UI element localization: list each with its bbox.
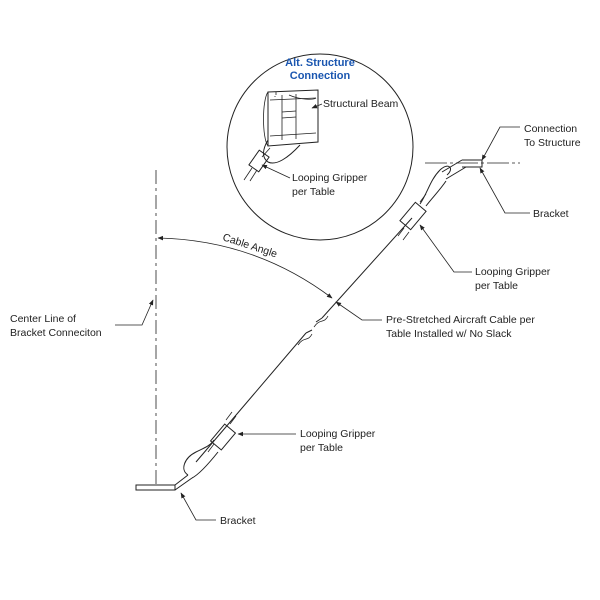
cable-label-line2: Table Installed w/ No Slack: [386, 328, 512, 340]
connection-label-line2: To Structure: [524, 137, 581, 149]
gripper-bottom-label-line1: Looping Gripper: [300, 428, 376, 440]
top-bracket: [425, 159, 520, 180]
bracket-bottom-label: Bracket: [220, 515, 256, 527]
leader-bracket-top: [479, 167, 530, 214]
centerline-label-line2: Bracket Conneciton: [10, 327, 102, 339]
centerline-label-line1: Center Line of: [10, 313, 76, 325]
aircraft-cable: [195, 217, 413, 463]
inset-detail: Alt. Structure Connection Structural Bea…: [226, 53, 414, 241]
connection-label-line1: Connection: [524, 123, 577, 135]
bracket-top-label: Bracket: [533, 208, 569, 220]
leader-centerline: [115, 299, 154, 326]
leader-gripper-top: [419, 224, 472, 273]
inset-gripper-label-line1: Looping Gripper: [292, 172, 368, 184]
inset-beam-label: Structural Beam: [323, 98, 399, 110]
inset-gripper-icon: [243, 139, 301, 182]
gripper-top-label-line1: Looping Gripper: [475, 266, 551, 278]
gripper-bottom-label-line2: per Table: [300, 442, 343, 454]
leader-bracket-bottom: [180, 492, 216, 521]
leader-connection: [481, 126, 520, 161]
inset-gripper-label-line2: per Table: [292, 186, 335, 198]
inset-title-line2: Connection: [290, 70, 351, 82]
bottom-bracket: [135, 474, 193, 491]
gripper-top-label-line2: per Table: [475, 280, 518, 292]
inset-title-line1: Alt. Structure: [285, 57, 355, 69]
bottom-gripper-icon: [183, 411, 237, 479]
leader-cable: [335, 301, 382, 321]
top-gripper-icon: [397, 165, 451, 241]
cable-angle-arc: [157, 235, 333, 299]
cable-label-line1: Pre-Stretched Aircraft Cable per: [386, 314, 535, 326]
structural-beam-icon: [263, 89, 319, 147]
cable-angle-label: Cable Angle: [221, 231, 279, 260]
